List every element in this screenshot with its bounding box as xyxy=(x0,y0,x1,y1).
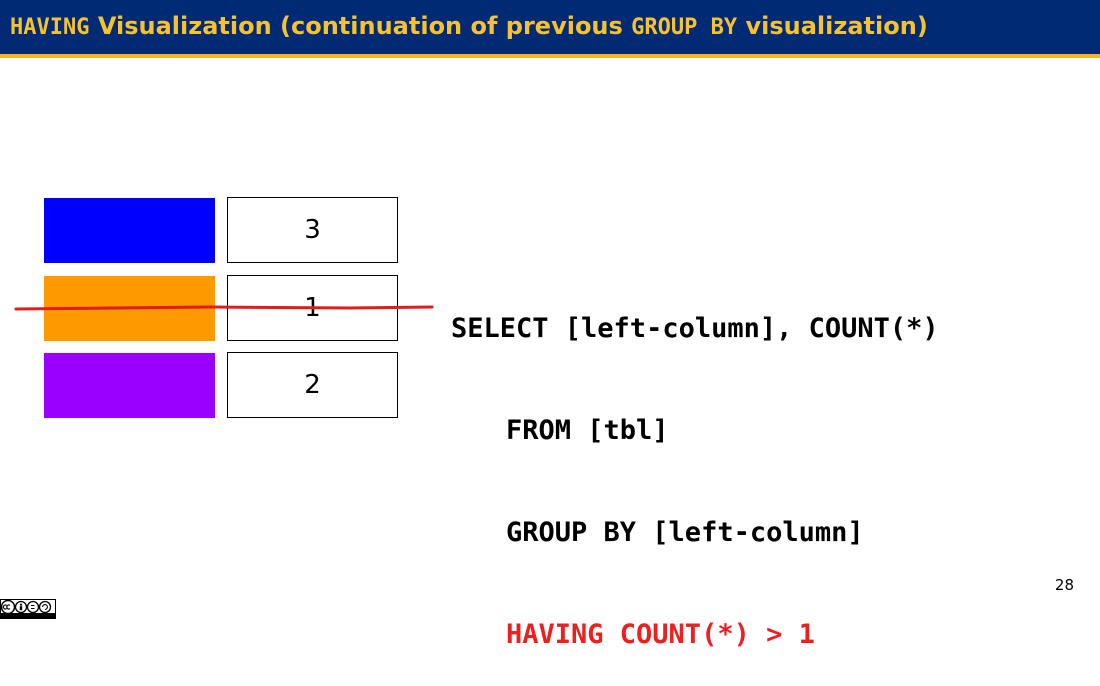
group-count-box: 1 xyxy=(227,275,398,341)
title-bar: HAVING Visualization (continuation of pr… xyxy=(0,0,1100,58)
slide-title: HAVING Visualization (continuation of pr… xyxy=(10,10,928,44)
group-swatch-orange xyxy=(44,276,215,341)
sql-select-line: SELECT [left-column], COUNT(*) xyxy=(451,313,939,344)
group-count-box: 3 xyxy=(227,197,398,263)
group-count-value: 2 xyxy=(304,370,321,400)
sql-group-by-line: GROUP BY [left-column] xyxy=(506,517,864,548)
sql-from-line: FROM [tbl] xyxy=(506,415,669,446)
page-number: 28 xyxy=(1054,576,1074,594)
creative-commons-by-nc-sa-icon xyxy=(0,599,56,619)
title-text-end: visualization) xyxy=(737,12,928,40)
sql-having-line: HAVING COUNT(*) > 1 xyxy=(506,619,815,650)
sql-query: SELECT [left-column], COUNT(*) FROM [tbl… xyxy=(451,244,939,686)
group-count-value: 3 xyxy=(304,215,321,245)
title-keyword-group-by: GROUP BY xyxy=(631,15,738,40)
group-count-box: 2 xyxy=(227,352,398,418)
group-count-value: 1 xyxy=(304,293,321,323)
title-text-middle: Visualization (continuation of previous xyxy=(89,12,632,40)
group-swatch-purple xyxy=(44,353,215,418)
group-swatch-blue xyxy=(44,198,215,263)
title-keyword-having: HAVING xyxy=(10,15,90,40)
